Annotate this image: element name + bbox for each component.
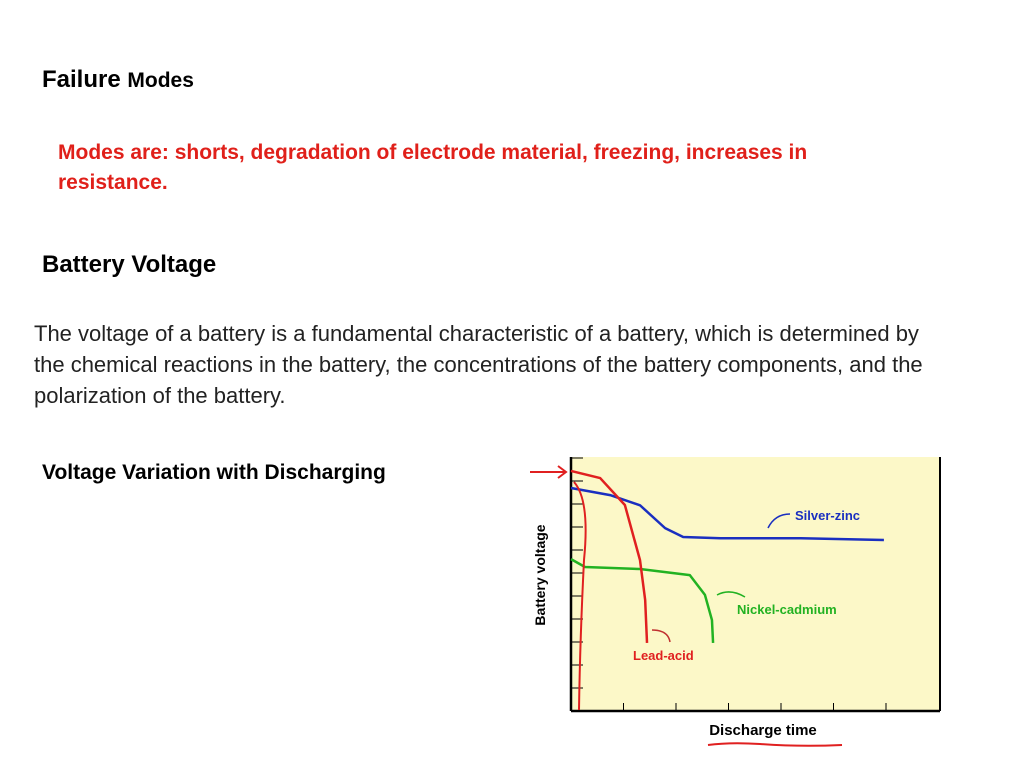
lead-acid-pointer-icon [651, 629, 671, 643]
nickel-cadmium-pointer-icon [716, 591, 746, 598]
series-line-silver-zinc [570, 486, 884, 542]
label-nickel-cadmium: Nickel-cadmium [737, 602, 837, 617]
x-axis-label: Discharge time [709, 722, 817, 739]
heading-voltage-variation: Voltage Variation with Discharging [42, 461, 386, 484]
y-axis-label: Battery voltage [532, 524, 548, 625]
heading-main: Failure [42, 66, 121, 93]
modes-text: Modes are: shorts, degradation of electr… [58, 141, 808, 194]
silver-zinc-pointer-icon [767, 513, 791, 529]
voltage-paragraph: The voltage of a battery is a fundamenta… [34, 321, 923, 408]
heading-battery-voltage: Battery Voltage [42, 251, 217, 278]
red-underline-annotation [707, 742, 843, 747]
heading-failure-modes: Failure Modes [42, 66, 194, 94]
red-scribble-annotation [573, 481, 587, 711]
series-line-lead-acid [570, 469, 649, 643]
label-silver-zinc: Silver-zinc [795, 508, 860, 523]
axis-ticks [571, 457, 887, 711]
plot-area [571, 457, 940, 711]
series-line-nickel-cadmium [570, 558, 715, 643]
heading-rest: Modes [127, 69, 194, 92]
red-arrow-annotation-icon [530, 465, 568, 479]
label-lead-acid: Lead-acid [633, 648, 694, 663]
